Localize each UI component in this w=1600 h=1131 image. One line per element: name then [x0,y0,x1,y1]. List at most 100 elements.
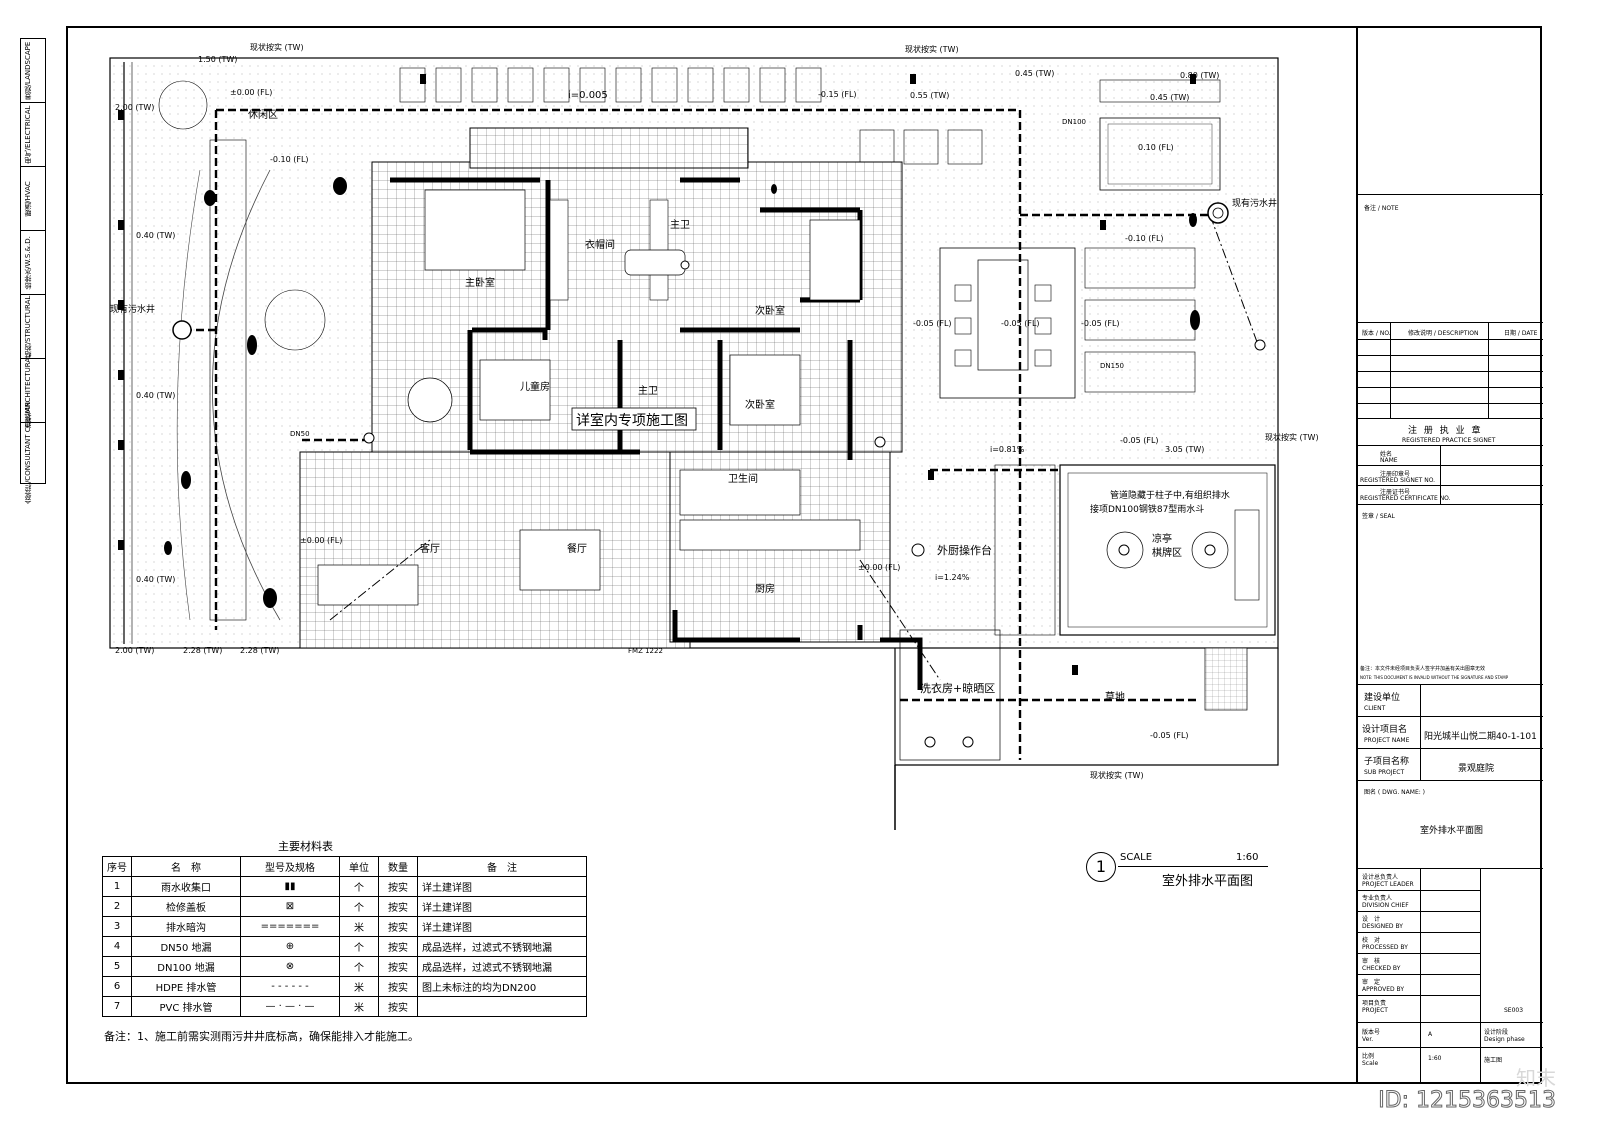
table-row: 4 DN50 地漏 ⊕ 个 按实 成品选样，过滤式不锈钢地漏 [102,936,587,957]
client-en: CLIENT [1364,705,1386,712]
col-header: 型号及规格 [240,856,340,877]
cell-qty: 按实 [378,976,418,997]
cell-remark: 成品选样，过滤式不锈钢地漏 [417,936,587,957]
stair [994,464,1056,636]
cell-name: 雨水收集口 [131,876,241,897]
pavilion-inner [1067,472,1268,628]
role-cn: 审 定 [1362,979,1381,986]
cell-qty: 按实 [378,996,418,1017]
drawing-title: 室外排水平面图 [1162,874,1254,889]
bathtub [624,249,686,276]
dwg-label: 图名 ( DWG. NAME: ) [1364,789,1426,796]
drawing-title-block: 1 SCALE 1:60 室外排水平面图 [1086,852,1268,889]
stage-en: Design phase [1484,1036,1525,1043]
label-ketin: 客厅 [420,542,440,555]
strip-cell: 景观/LANDSCAPE [21,39,45,103]
cell-remark [417,996,587,1017]
dwg-name: 室外排水平面图 [1420,826,1484,836]
sewage-well [172,320,192,340]
cell-name: DN50 地漏 [131,936,241,957]
drawing-frame [66,26,1542,1084]
title-underline [1118,866,1268,867]
project-label: 设计项目名 [1362,725,1408,735]
curved-path [176,169,201,621]
cell-name: HDPE 排水管 [131,976,241,997]
cell-no: 3 [102,916,132,937]
scale-value: 1:60 [1236,852,1259,863]
material-table: 序号 名 称 型号及规格 单位 数量 备 注 1 雨水收集口 ▮▮ 个 按实 详… [102,856,587,1017]
chairs [954,284,1052,367]
elev-label: 0.55 (TW) [910,91,949,100]
project-en: PROJECT NAME [1364,737,1410,744]
tb-roles: 设计总负责人 PROJECT LEADER 专业负责人 DIVISION CHI… [1358,869,1543,1023]
table-row: 3 排水暗沟 ======= 米 按实 详土建详图 [102,916,587,937]
cell-name: PVC 排水管 [131,996,241,1017]
material-table-title: 主要材料表 [278,840,333,853]
role-cn: 设 计 [1362,916,1381,923]
elev-label: ±0.00 (FL) [300,536,342,545]
right-pavers [1084,351,1196,393]
table-row: 2 检修盖板 ⊠ 个 按实 详土建详图 [102,896,587,917]
label-xiuxian: 休闲区 [248,108,278,121]
elev-label: -0.05 (FL) [1120,436,1159,445]
round-table [407,377,453,423]
cell-no: 2 [102,896,132,917]
role-en: PROJECT [1362,1007,1388,1014]
strip-cell: 建筑/ARCHITECTURAL [21,353,45,428]
sewage-well [1207,202,1229,224]
client-label: 建设单位 [1364,693,1401,703]
label-zhuwei: 主卫 [670,219,690,231]
bed [479,359,551,421]
elev-label: 0.40 (TW) [136,575,175,584]
strip-cell: 暖通/HVAC [21,167,45,231]
col-header: 数量 [378,856,418,877]
cell-no: 6 [102,976,132,997]
label-xianzhuang: 现状按实 (TW) [1090,770,1144,780]
stage-value: 施工图 [1484,1057,1503,1064]
elev-label: 0.40 (TW) [136,231,175,240]
cell-no: 5 [102,956,132,977]
elev-label: -0.05 (FL) [1081,319,1120,328]
dining-table [519,529,601,591]
cell-unit: 个 [339,876,379,897]
elev-label: 2.00 (TW) [115,646,154,655]
rev-header: 日期 / DATE [1504,330,1538,337]
cell-model: - - - - - - [240,976,340,997]
tb-blank [1358,27,1543,195]
validity-note-en: NOTE: THIS DOCUMENT IS INVALID WITHOUT T… [1360,675,1509,680]
scale-value-tb: 1:60 [1428,1055,1442,1062]
label-ciwo1: 次卧室 [755,304,785,317]
cell-model: ======= [240,916,340,937]
elev-label: 2.28 (TW) [240,646,279,655]
role-en: PROJECT LEADER [1362,881,1414,888]
role-en: APPROVED BY [1362,986,1405,993]
label-ciwo2: 次卧室 [745,398,775,411]
grass-deck [1204,647,1248,711]
tree [264,289,326,351]
label-wushui-left: 现有污水井 [110,303,155,315]
house-back-tiled [469,127,749,169]
subproject-en: SUB PROJECT [1364,769,1405,776]
cell-remark: 成品选样，过滤式不锈钢地漏 [417,956,587,977]
bathroom-fixture [679,469,801,516]
signet-no-en: REGISTERED SIGNET NO. [1360,477,1436,484]
dwg-number: SE003 [1504,1007,1524,1014]
label-wushui-top: 现有污水井 [1232,197,1277,209]
elev-label: -0.15 (FL) [818,90,857,99]
drain-pipes [180,108,1210,760]
elev-label: DN150 [1100,362,1124,370]
rev-header: 修改说明 / DESCRIPTION [1408,330,1479,337]
label-caodi: 草地 [1105,690,1125,703]
drawing-number: 1 [1086,852,1116,882]
pavilion-bench [1234,509,1260,601]
stage-label: 设计阶段 [1484,1029,1509,1036]
elev-label: 0.45 (TW) [1015,69,1054,78]
label-weisheng: 卫生间 [728,472,758,485]
role-cn: 审 核 [1362,958,1381,965]
cell-unit: 个 [339,936,379,957]
label-liangting: 凉亭 [1152,532,1172,545]
cell-remark: 图上未标注的均为DN200 [417,976,587,997]
bed [729,354,801,426]
role-cn: 设计总负责人 [1362,874,1399,881]
tb-version: 版本号 Ver. A 设计阶段 Design phase 比例 Scale 1:… [1358,1023,1543,1083]
